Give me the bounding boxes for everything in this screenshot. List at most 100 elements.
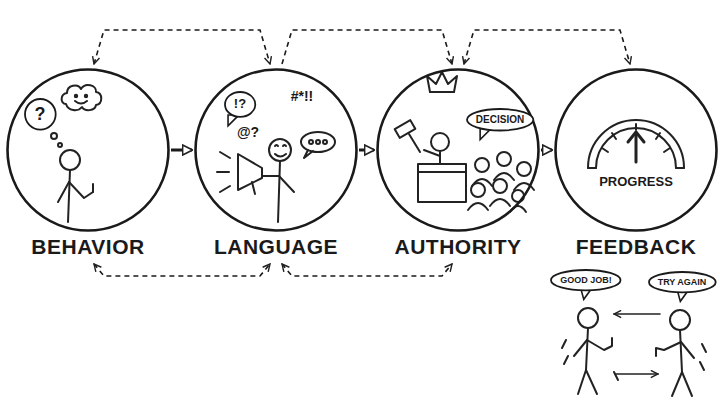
flow-arrow bbox=[359, 149, 374, 152]
stage-heading: LANGUAGE bbox=[194, 235, 358, 259]
progress-gauge-part bbox=[635, 134, 638, 162]
thought-trail-part bbox=[58, 143, 62, 147]
gavel-part bbox=[395, 120, 416, 138]
speech-bubble: !? bbox=[224, 91, 256, 118]
crowd-part bbox=[468, 203, 488, 210]
drawing-part bbox=[51, 72, 706, 396]
ellipsis-bubble-part bbox=[323, 140, 327, 144]
bubble-outline bbox=[25, 99, 56, 130]
feedback-loop-arrow bbox=[282, 264, 452, 276]
judge-figure-part bbox=[439, 151, 441, 164]
bubble-outline bbox=[225, 92, 255, 117]
correcting-figure-part bbox=[672, 372, 692, 396]
symbol-text: PROGRESS bbox=[599, 175, 673, 190]
happy-cloud bbox=[62, 85, 102, 110]
correcting-figure-part bbox=[681, 342, 694, 358]
thinking-figure-part bbox=[68, 170, 70, 222]
speaker-figure-part bbox=[278, 161, 280, 222]
progress-gauge-part bbox=[628, 132, 644, 142]
bubble-outline bbox=[649, 272, 716, 292]
feedback-loop-arrow bbox=[94, 264, 270, 276]
ellipsis-bubble-part bbox=[301, 132, 335, 152]
praising-figure-part bbox=[578, 308, 598, 328]
gavel bbox=[395, 120, 420, 152]
progress-gauge-part bbox=[596, 128, 676, 168]
praising-figure-part bbox=[587, 338, 612, 350]
circle-outline bbox=[554, 68, 718, 232]
circle-outline bbox=[378, 70, 539, 231]
crowd-part bbox=[490, 199, 510, 206]
happy-cloud-part bbox=[85, 95, 87, 97]
speaker-figure-part bbox=[275, 145, 286, 146]
speaker-figure-part bbox=[275, 154, 286, 157]
symbol-text: #*!! bbox=[291, 88, 314, 104]
progress-gauge-part bbox=[588, 120, 684, 168]
bubble-text: GOOD JOB! bbox=[560, 275, 612, 285]
bubble-text: DECISION bbox=[476, 114, 524, 126]
speech-bubble: DECISION bbox=[466, 108, 534, 132]
judge-figure-part bbox=[424, 150, 440, 156]
thinking-figure-part bbox=[69, 182, 93, 198]
correcting-figure bbox=[656, 310, 706, 396]
progress-gauge-part bbox=[588, 167, 684, 169]
stage-heading: BEHAVIOR bbox=[6, 235, 170, 259]
thinking-figure-part bbox=[60, 150, 80, 170]
judge-figure bbox=[418, 133, 466, 202]
judge-figure-part bbox=[418, 164, 466, 202]
thought-bubble: ? bbox=[24, 98, 57, 131]
correcting-figure-part bbox=[670, 310, 690, 330]
symbol-text: @? bbox=[237, 124, 259, 140]
judge-figure-part bbox=[418, 171, 466, 173]
bubble-outline bbox=[467, 109, 533, 131]
thought-trail-part bbox=[51, 133, 57, 139]
speaker-figure bbox=[262, 139, 294, 222]
speaker-figure-part bbox=[269, 139, 291, 161]
correcting-figure-part bbox=[700, 344, 706, 370]
circle-outline bbox=[8, 70, 169, 231]
flow-arrow bbox=[171, 149, 192, 152]
stage-heading: FEEDBACK bbox=[554, 235, 718, 259]
megaphone-part bbox=[238, 154, 262, 190]
crowd-part bbox=[493, 179, 507, 193]
feedback-loop-arrow bbox=[94, 30, 270, 64]
stage-heading: AUTHORITY bbox=[376, 235, 540, 259]
exchange-arrows-part bbox=[614, 313, 660, 315]
praising-figure-part bbox=[574, 340, 587, 356]
thinking-figure bbox=[58, 150, 93, 222]
circle-outline bbox=[194, 68, 358, 232]
ellipsis-bubble-part bbox=[316, 140, 320, 144]
circle-outline bbox=[6, 68, 170, 232]
bubble-text: TRY AGAIN bbox=[658, 277, 707, 287]
megaphone-part bbox=[217, 152, 230, 192]
bubble-text: !? bbox=[234, 97, 246, 112]
progress-gauge bbox=[588, 120, 684, 168]
crowd-part bbox=[517, 162, 531, 176]
bubble-text: ? bbox=[35, 104, 46, 125]
stage-circle: DECISION AUTHORITY bbox=[376, 68, 540, 262]
stage-circle: ? BEHAVIOR bbox=[6, 68, 170, 262]
thought-trail bbox=[51, 133, 62, 147]
speech-bubble: TRY AGAIN bbox=[648, 271, 717, 293]
ellipsis-bubble bbox=[301, 132, 335, 158]
megaphone bbox=[217, 152, 262, 194]
thinking-figure-part bbox=[58, 182, 69, 202]
megaphone-part bbox=[252, 182, 255, 194]
praising-figure-part bbox=[586, 328, 588, 370]
crowd-part bbox=[497, 152, 511, 166]
ellipsis-bubble-part bbox=[309, 140, 313, 144]
praising-figure-part bbox=[562, 340, 618, 380]
gavel-part bbox=[409, 134, 420, 152]
praising-figure-part bbox=[578, 370, 597, 394]
judge-figure-part bbox=[431, 133, 449, 151]
crowd-part bbox=[475, 158, 489, 172]
stage-circle: FEEDBACK PROGRESS bbox=[554, 68, 718, 262]
circle-outline bbox=[196, 70, 357, 231]
exchange-arrows bbox=[614, 314, 660, 374]
ellipsis-bubble-part bbox=[304, 150, 313, 158]
happy-cloud-part bbox=[75, 101, 87, 104]
crowd-part bbox=[471, 183, 485, 197]
happy-cloud-part bbox=[75, 95, 77, 97]
